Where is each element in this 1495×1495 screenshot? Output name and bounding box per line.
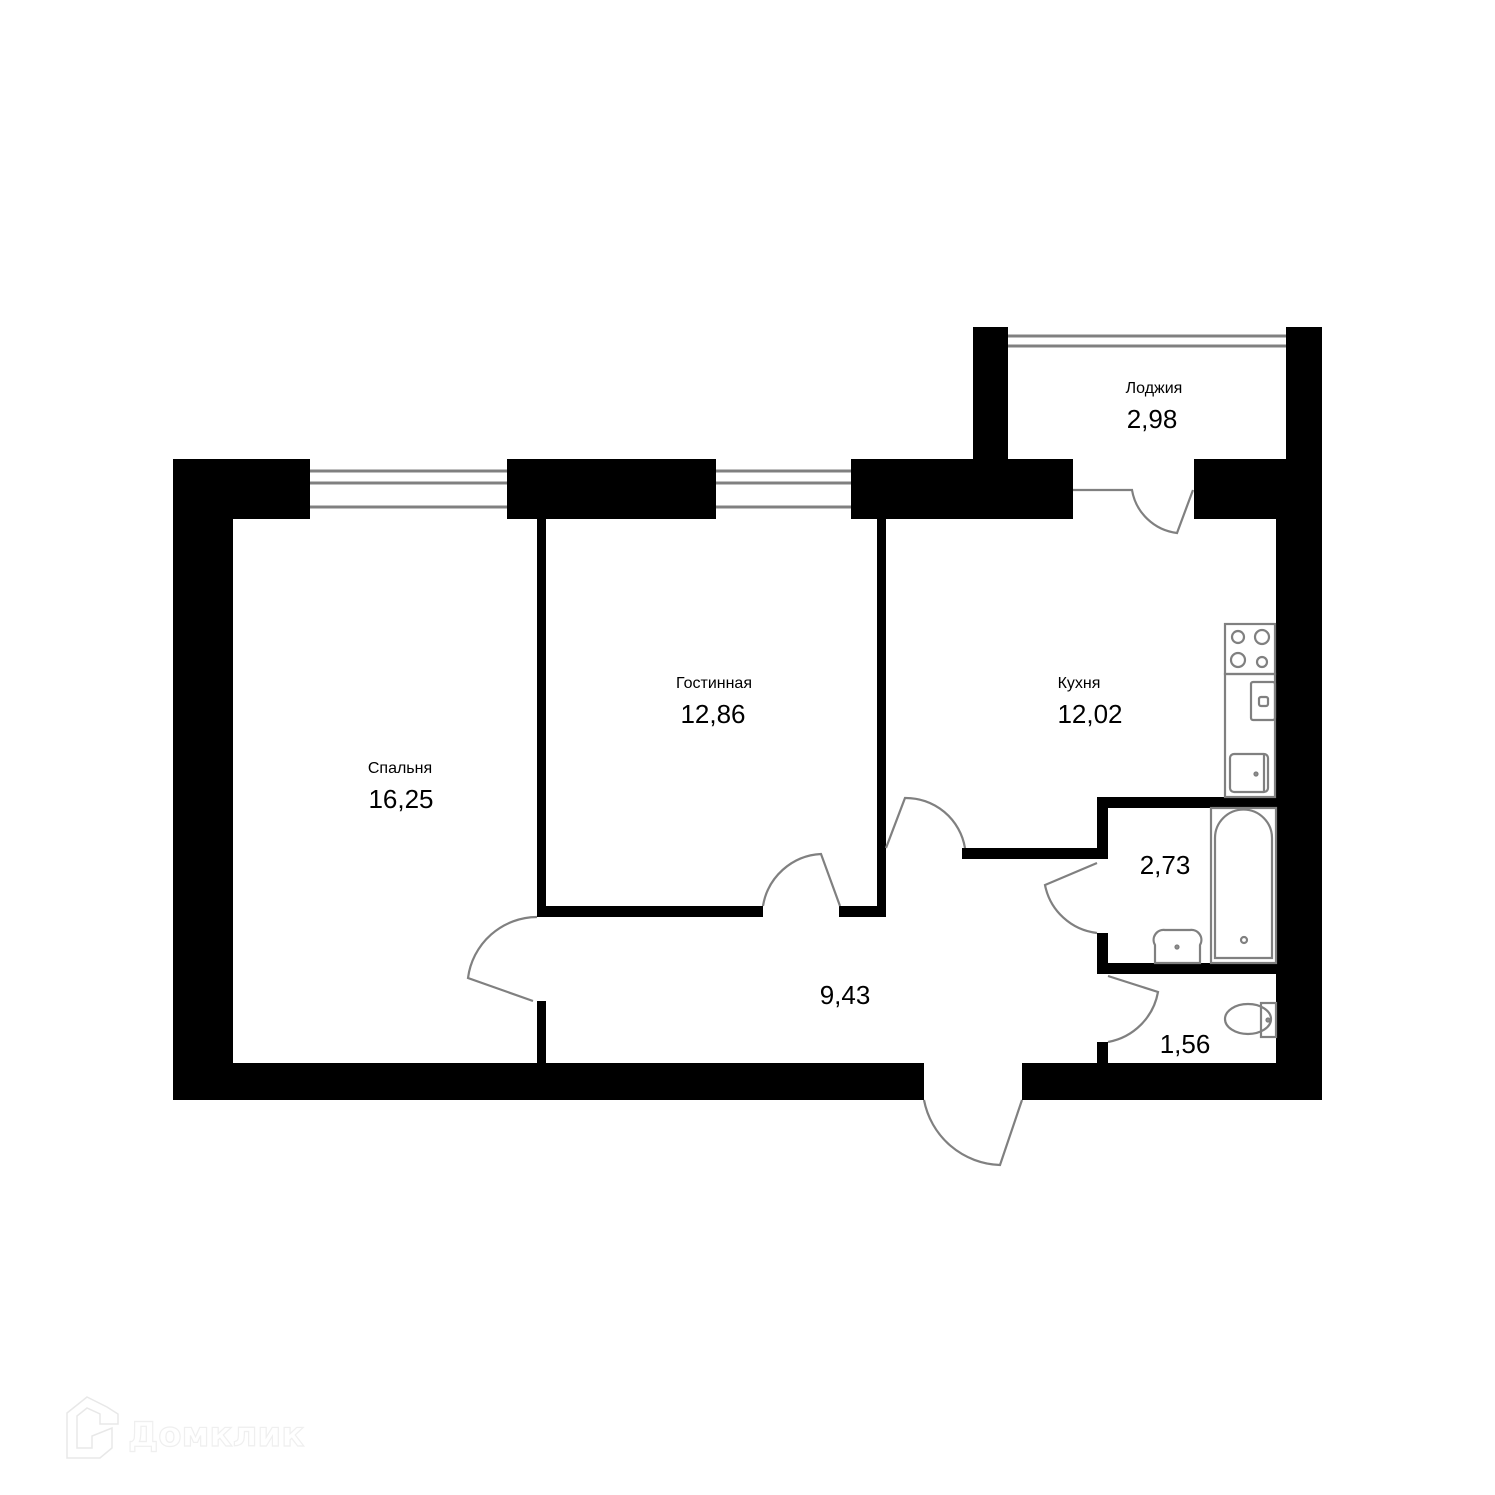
house-logo-icon bbox=[66, 1396, 119, 1459]
door-kitchen bbox=[884, 796, 967, 849]
kitchen-appliance-icon bbox=[1249, 680, 1277, 722]
bathroom-sink-icon bbox=[1152, 928, 1203, 965]
kitchen-counter bbox=[1223, 672, 1277, 799]
wall-kitchen-hall bbox=[962, 848, 1107, 859]
bathtub-icon bbox=[1209, 806, 1278, 965]
wall-bath-left-1 bbox=[1097, 797, 1108, 859]
room-labels: Лоджия 2,98 Спальня 16,25 Гостинная 12,8… bbox=[368, 380, 1210, 1059]
wall-living-bottom-1 bbox=[537, 906, 763, 917]
watermark: Домклик bbox=[66, 1396, 305, 1459]
wall-toilet-left bbox=[1097, 1042, 1108, 1063]
windows bbox=[310, 334, 1286, 509]
room-area-toilet: 1,56 bbox=[1160, 1029, 1211, 1059]
wall-bath-left-2 bbox=[1097, 933, 1108, 973]
wall-living-kitchen bbox=[877, 519, 886, 917]
room-name-kitchen: Кухня bbox=[1058, 675, 1101, 692]
wall-bottom-right bbox=[1022, 1063, 1322, 1100]
room-area-kitchen: 12,02 bbox=[1057, 699, 1122, 729]
wall-bedroom-living bbox=[537, 519, 546, 917]
room-area-living: 12,86 bbox=[680, 699, 745, 729]
wall-bedroom-hall bbox=[537, 1001, 546, 1063]
door-entrance bbox=[922, 1099, 1024, 1167]
door-bathroom bbox=[1043, 861, 1098, 935]
room-area-loggia: 2,98 bbox=[1127, 404, 1178, 434]
wall-top-2 bbox=[507, 459, 716, 519]
window-living bbox=[716, 469, 851, 509]
room-name-living: Гостинная bbox=[676, 675, 752, 692]
fixtures bbox=[1152, 622, 1278, 1039]
wall-bath-top bbox=[1097, 797, 1276, 808]
room-area-hallway: 9,43 bbox=[820, 980, 871, 1010]
doors bbox=[466, 488, 1195, 1167]
room-name-loggia: Лоджия bbox=[1126, 380, 1183, 397]
room-area-bedroom: 16,25 bbox=[368, 784, 433, 814]
door-living bbox=[761, 852, 842, 907]
window-loggia bbox=[1008, 334, 1286, 348]
wall-right bbox=[1276, 459, 1322, 1100]
walls bbox=[173, 327, 1322, 1100]
wall-left bbox=[173, 459, 233, 1100]
wall-bath-bottom bbox=[1097, 963, 1276, 974]
door-loggia bbox=[1073, 488, 1195, 535]
window-bedroom bbox=[310, 469, 507, 509]
door-toilet bbox=[1107, 974, 1160, 1044]
wall-loggia-left bbox=[973, 327, 1008, 519]
kitchen-sink-icon bbox=[1228, 752, 1270, 794]
toilet-icon bbox=[1223, 1001, 1278, 1039]
wall-living-bottom-2 bbox=[839, 906, 886, 917]
door-bedroom bbox=[466, 915, 538, 1003]
stove-icon bbox=[1223, 622, 1277, 676]
room-area-bathroom: 2,73 bbox=[1140, 850, 1191, 880]
wall-bottom-left bbox=[173, 1063, 924, 1100]
room-name-bedroom: Спальня bbox=[368, 760, 432, 777]
wall-top-1 bbox=[173, 459, 310, 519]
watermark-text: Домклик bbox=[128, 1415, 304, 1455]
wall-top-3 bbox=[851, 459, 1073, 519]
